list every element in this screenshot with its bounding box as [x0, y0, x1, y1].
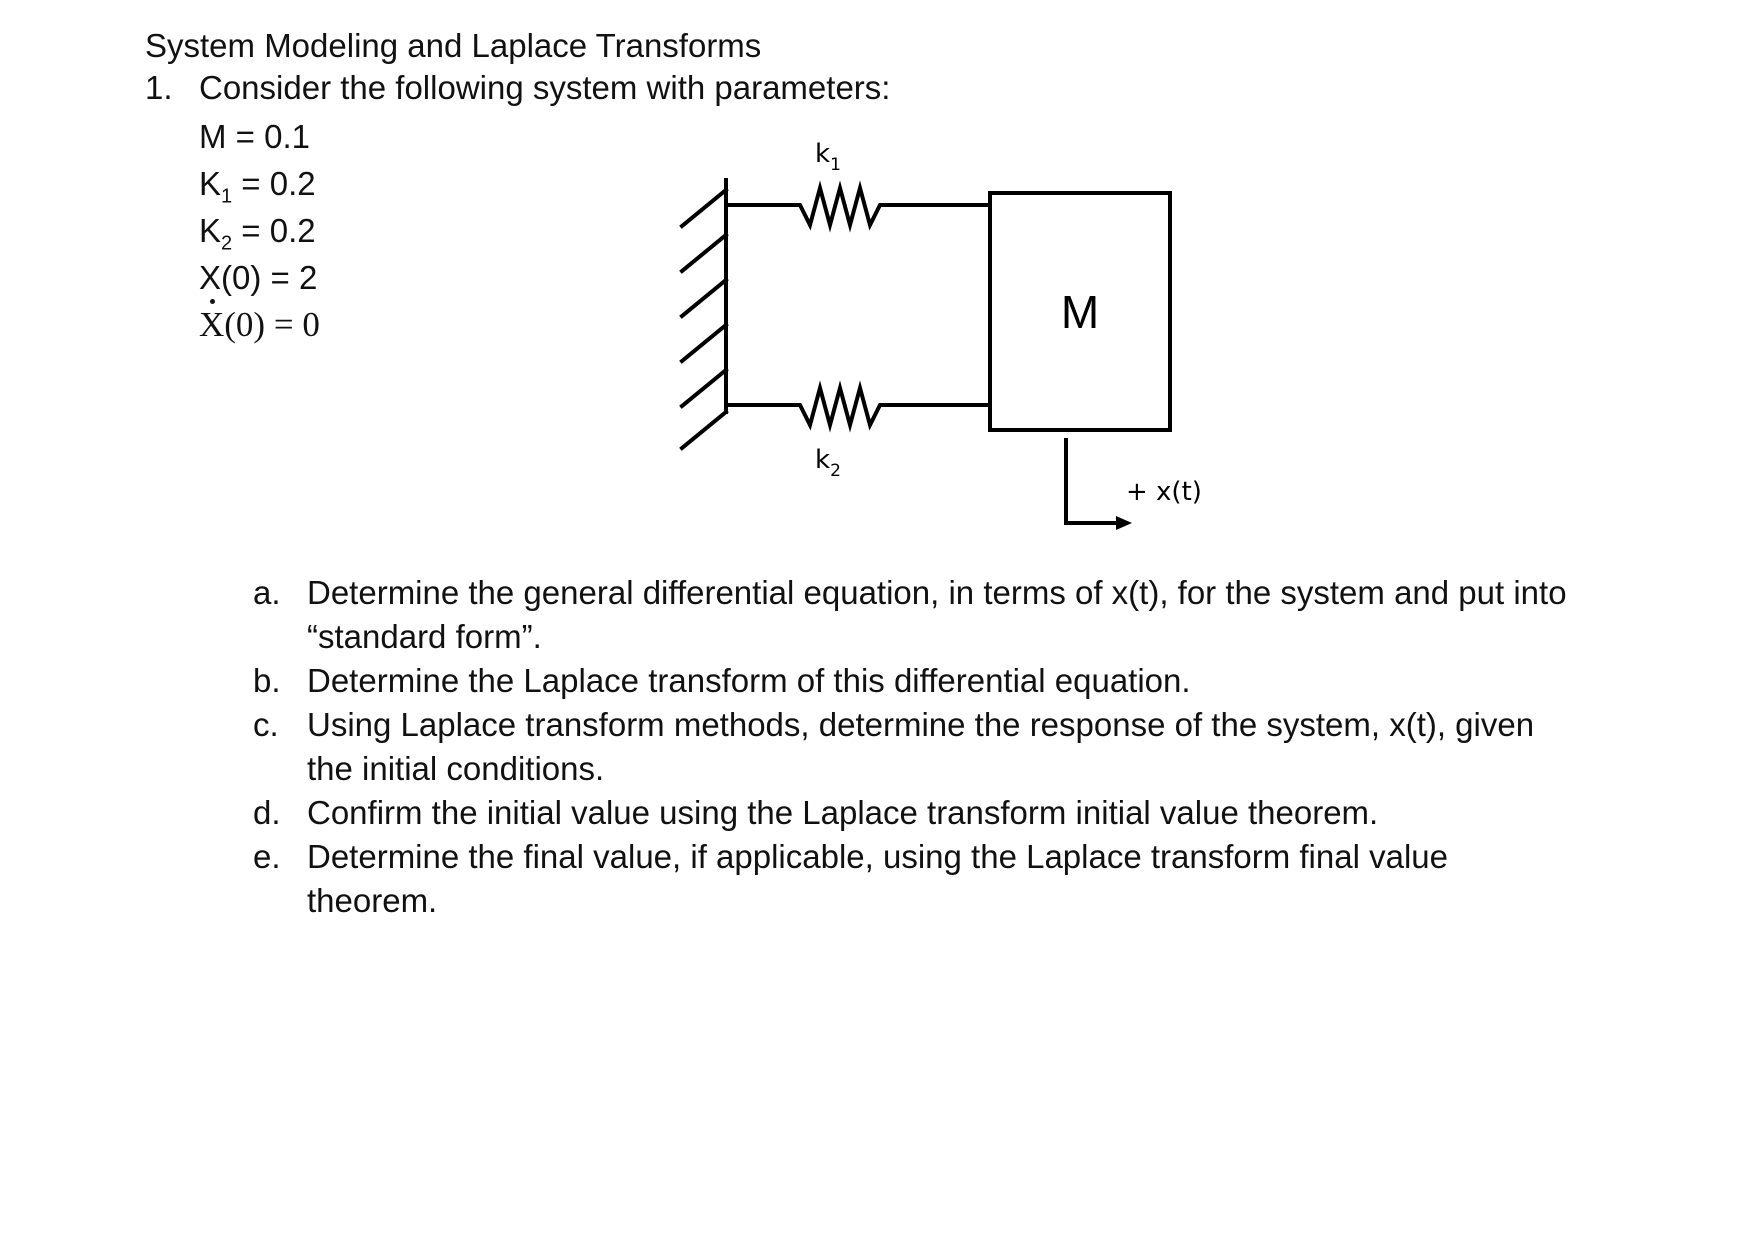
task-text: Determine the general differential equat…: [307, 574, 1567, 655]
task-item-b: b. Determine the Laplace transform of thi…: [250, 659, 1570, 703]
param-mass: M = 0.1: [199, 118, 310, 155]
spring-k2: [724, 380, 992, 433]
xdot-base: X: [199, 305, 225, 344]
task-list: a. Determine the general differential equ…: [250, 571, 1570, 923]
xdot-value: (0) = 0: [224, 305, 320, 344]
displacement-arrow-head: [1116, 516, 1132, 530]
question-1: 1. Consider the following system with par…: [145, 68, 890, 108]
param-k1: K1 = 0.2: [199, 160, 320, 207]
task-letter: a.: [253, 574, 281, 611]
spring-k2-label: k2: [815, 445, 841, 481]
task-text: Determine the Laplace transform of this …: [307, 662, 1191, 699]
spring-k1: [724, 180, 992, 233]
displacement-label: + x(t): [1126, 477, 1202, 507]
task-text: Using Laplace transform methods, determi…: [307, 706, 1535, 787]
task-item-c: c. Using Laplace transform methods, deter…: [250, 703, 1570, 791]
task-letter: b.: [253, 662, 281, 699]
xdot-symbol: X: [199, 299, 225, 348]
param-initial-velocity: X(0) = 0: [199, 299, 320, 348]
task-item-d: d. Confirm the initial value using the La…: [250, 791, 1570, 835]
param-initial-position: X(0) = 2: [199, 259, 318, 296]
param-k2-value: = 0.2: [232, 212, 316, 249]
task-letter: d.: [253, 794, 281, 831]
question-text: Consider the following system with param…: [199, 69, 891, 106]
task-letter: c.: [253, 706, 279, 743]
param-k1-subscript: 1: [221, 185, 233, 208]
spring-k1-label: k1: [815, 139, 841, 175]
task-item-a: a. Determine the general differential equ…: [250, 571, 1570, 659]
task-text: Confirm the initial value using the Lapl…: [307, 794, 1379, 831]
task-letter: e.: [253, 838, 281, 875]
wall-hatching: [679, 187, 729, 451]
mass-block: [988, 191, 1172, 432]
mass-spring-diagram: k1 k2 M + x(t): [679, 139, 1202, 530]
task-text: Determine the final value, if applicable…: [307, 838, 1448, 919]
param-k2: K2 = 0.2: [199, 207, 320, 254]
dot-accent: [209, 299, 215, 304]
param-k2-subscript: 2: [221, 232, 233, 255]
question-number: 1.: [145, 69, 173, 106]
parameter-list: M = 0.1 K1 = 0.2 K2 = 0.2 X(0) = 2 X(0) …: [199, 113, 320, 348]
param-k1-value: = 0.2: [232, 165, 316, 202]
mass-label: M: [1061, 286, 1099, 338]
task-item-e: e. Determine the final value, if applicab…: [250, 835, 1570, 923]
document-title: System Modeling and Laplace Transforms: [145, 27, 762, 64]
param-k2-symbol: K: [199, 212, 222, 249]
param-k1-symbol: K: [199, 165, 222, 202]
